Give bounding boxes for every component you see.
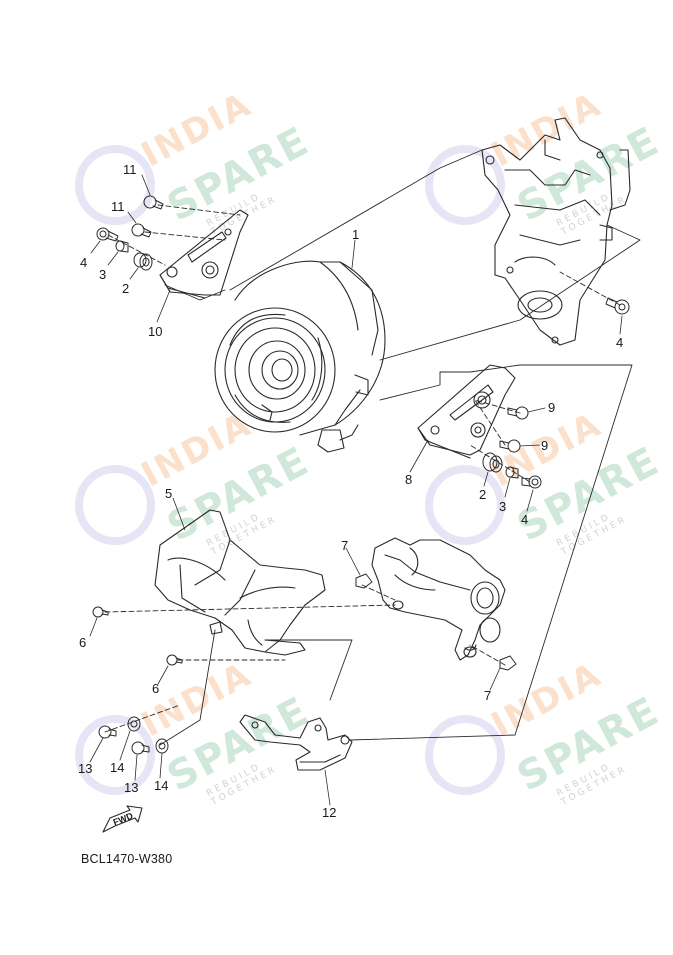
callout-11-upper: 11 (123, 162, 137, 177)
reference-line-center (379, 364, 521, 401)
screw-6-lower (166, 654, 183, 666)
callout-2-right: 2 (479, 487, 487, 502)
reference-line-screw-6a (104, 604, 396, 613)
reference-line-to-stay (349, 364, 633, 741)
callout-3-right: 3 (499, 499, 507, 514)
reference-line-frame-right (379, 224, 641, 361)
callout-leaders (89, 174, 623, 806)
lower-stay (239, 714, 353, 771)
screw-13-upper (98, 725, 117, 739)
headlight-unit (214, 260, 386, 453)
nut-7-upper (355, 573, 373, 589)
bolt-4-upper-right (605, 297, 630, 315)
reference-line-cover-lower (264, 639, 353, 701)
callout-1: 1 (352, 227, 360, 242)
screw-13-lower (131, 741, 150, 755)
grommet-2-left (133, 252, 153, 271)
callout-4-lower-right: 4 (521, 512, 529, 527)
callout-6-upper: 6 (79, 635, 87, 650)
reference-lines (104, 149, 641, 746)
reference-line-screws-9 (474, 399, 521, 446)
callout-12: 12 (322, 805, 337, 820)
callout-11-lower: 11 (111, 199, 125, 214)
callout-14-upper: 14 (110, 760, 125, 775)
reference-line-screw-11b (144, 231, 226, 241)
callout-8: 8 (405, 472, 413, 487)
bolt-4-left (96, 227, 119, 242)
callout-7-lower: 7 (484, 688, 492, 703)
washer-14-lower (155, 738, 169, 754)
screw-9-upper (507, 406, 529, 420)
nut-7-lower (499, 655, 517, 671)
forward-arrow-icon (102, 805, 143, 833)
callout-13-upper: 13 (78, 761, 93, 776)
reference-line-screw-11a (157, 204, 241, 216)
callout-9-lower: 9 (541, 438, 549, 453)
reference-line-bolt-4a (107, 234, 166, 266)
callout-9-upper: 9 (548, 400, 556, 415)
callout-5: 5 (165, 486, 173, 501)
screw-6-upper (92, 606, 109, 618)
stay-bracket (371, 537, 506, 661)
left-bracket (159, 209, 249, 299)
reference-line-bolt-4b (469, 444, 531, 483)
callout-7-upper: 7 (341, 538, 349, 553)
callout-10: 10 (148, 324, 163, 339)
headlight-bracket-frame (481, 117, 631, 346)
reference-line-bolt-4c (559, 271, 621, 306)
screw-9-lower (499, 439, 521, 453)
callout-4-left: 4 (80, 255, 88, 270)
grommet-2-right (482, 452, 503, 473)
callout-4-upper-right: 4 (616, 335, 624, 350)
reference-line-cover (159, 629, 216, 746)
reference-line-nut-7a (361, 584, 396, 601)
bolt-4-lower-right (521, 475, 542, 489)
headlight-cover (154, 509, 326, 656)
callout-13-lower: 13 (124, 780, 139, 795)
washer-14-upper (127, 716, 141, 732)
callout-14-lower: 14 (154, 778, 169, 793)
callout-6-lower: 6 (152, 681, 160, 696)
reference-line-screws-13 (104, 704, 181, 733)
callout-3-left: 3 (99, 267, 107, 282)
collar-3-right (505, 466, 519, 479)
screw-11-upper (143, 195, 164, 210)
callout-2-left: 2 (122, 281, 130, 296)
screw-11-lower (131, 223, 152, 238)
collar-3-left (115, 240, 129, 253)
reference-line-frame-top (229, 149, 483, 291)
diagram-code: BCL1470-W380 (81, 852, 173, 866)
right-bracket (417, 364, 516, 459)
reference-line-nut-7b (469, 644, 506, 666)
